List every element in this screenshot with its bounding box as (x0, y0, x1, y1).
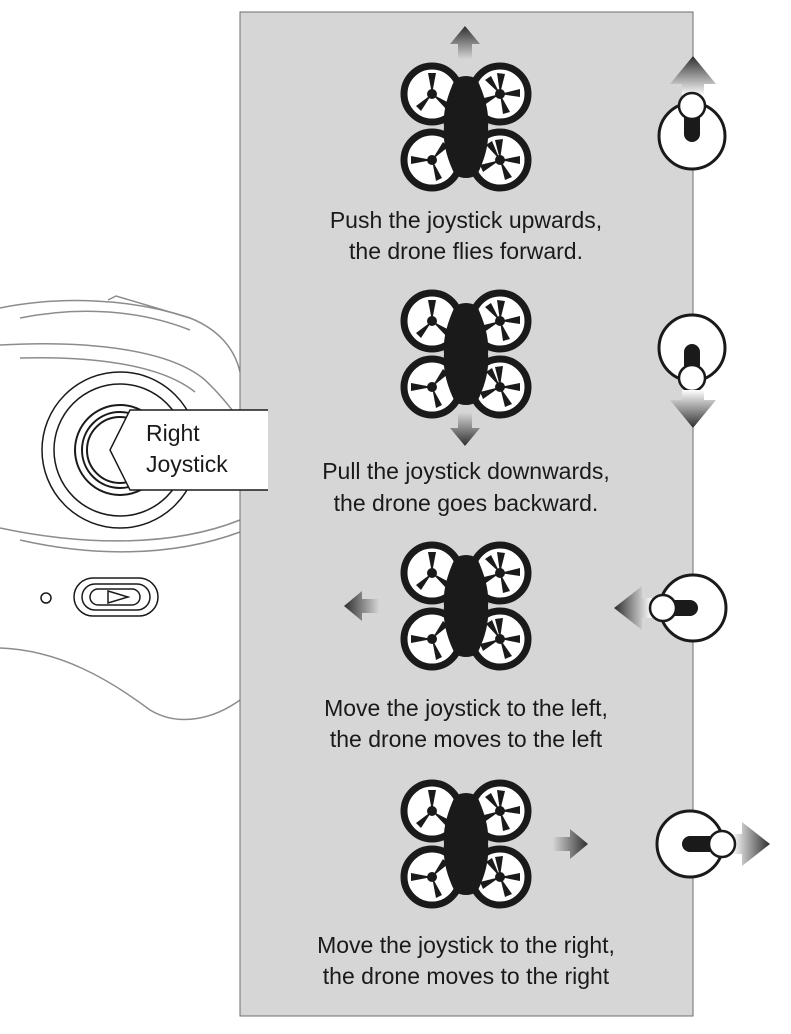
step-left-line1: Move the joystick to the left, (324, 695, 608, 721)
step-left: Move the joystick to the left, the drone… (324, 545, 728, 752)
step-backward-line1: Pull the joystick downwards, (322, 458, 610, 484)
step-backward: Pull the joystick downwards, the drone g… (322, 293, 727, 516)
step-forward: Push the joystick upwards, the drone fli… (330, 26, 727, 264)
joystick-callout: Right Joystick (109, 409, 268, 491)
joystick-up-icon (657, 56, 727, 171)
joystick-right-icon (655, 809, 770, 879)
step-left-line2: the drone moves to the left (330, 726, 603, 752)
joystick-left-icon (614, 573, 728, 643)
arrow-left-icon (344, 591, 380, 621)
step-right: Move the joystick to the right, the dron… (317, 783, 770, 989)
step-forward-line1: Push the joystick upwards, (330, 207, 602, 233)
step-forward-line2: the drone flies forward. (349, 238, 583, 264)
callout-label-line1: Right (146, 420, 200, 446)
joystick-down-icon (657, 313, 727, 428)
step-backward-line2: the drone goes backward. (334, 490, 599, 516)
arrow-right-icon (552, 829, 588, 859)
controller-outline (0, 295, 241, 721)
step-right-line1: Move the joystick to the right, (317, 932, 615, 958)
callout-label-line2: Joystick (146, 451, 228, 477)
arrow-down-icon (450, 412, 480, 446)
arrow-up-icon (450, 26, 480, 60)
step-right-line2: the drone moves to the right (323, 963, 610, 989)
